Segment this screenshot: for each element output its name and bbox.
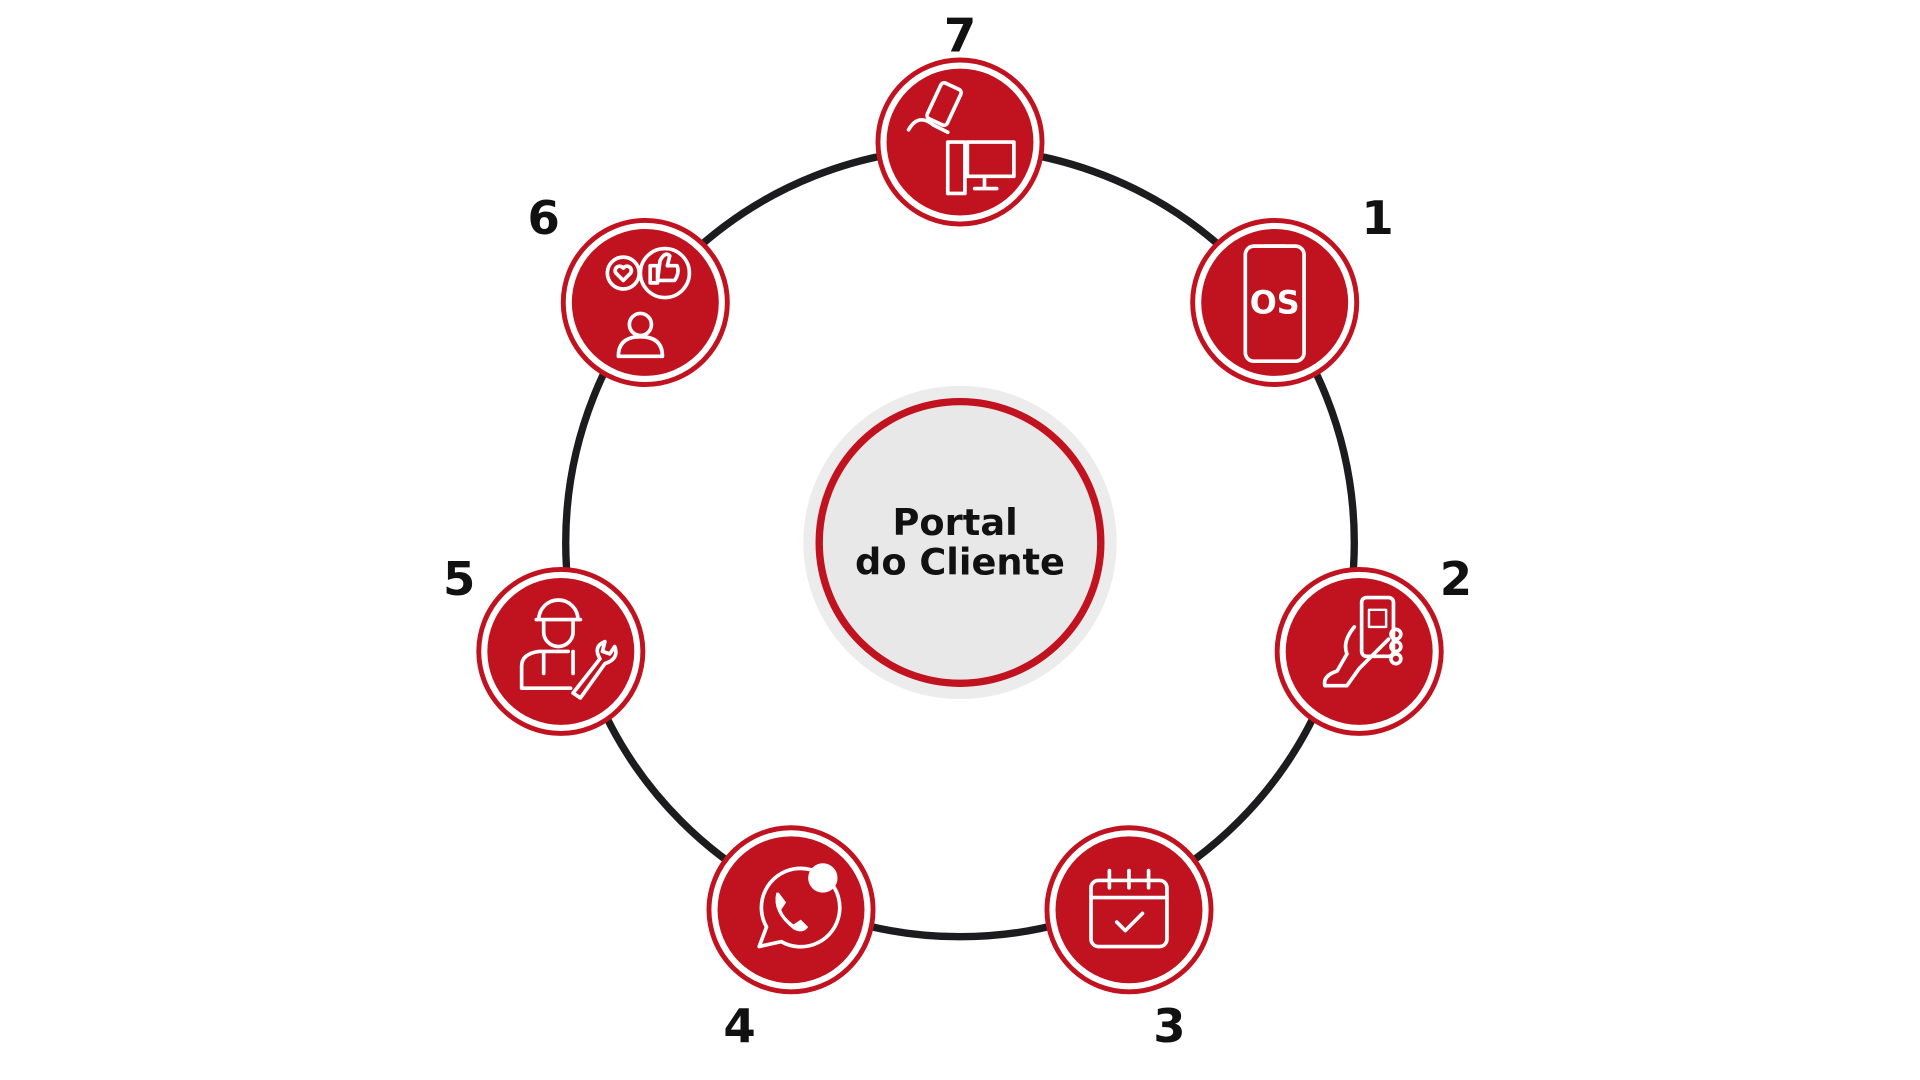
- node-3: 3: [1044, 825, 1214, 1053]
- technician-wrench-icon: [519, 598, 618, 700]
- node-2-number: 2: [1440, 552, 1472, 606]
- center-title-line2: do Cliente: [855, 540, 1065, 583]
- node-6: 6: [527, 191, 730, 387]
- hand-phone-qr-icon: [1322, 595, 1403, 688]
- node-2: 2: [1274, 552, 1472, 736]
- whatsapp-icon: [757, 863, 842, 949]
- phone-computer-icon: [906, 81, 1016, 196]
- node-7-number: 7: [944, 8, 976, 62]
- node-5: 5: [443, 552, 646, 736]
- node-1-number: 1: [1361, 191, 1393, 245]
- node-5-number: 5: [443, 552, 475, 606]
- center-circle: [815, 397, 1105, 687]
- center-hub: Portal do Cliente: [803, 385, 1117, 700]
- os-label: OS: [1250, 283, 1300, 321]
- node-3-number: 3: [1153, 999, 1185, 1053]
- smartphone-os-icon: OS: [1243, 244, 1306, 364]
- feedback-like-heart-icon: [605, 246, 692, 359]
- node-4: 4: [706, 825, 876, 1053]
- node-7: 7: [875, 8, 1045, 227]
- node-4-number: 4: [723, 999, 755, 1053]
- node-1: OS 1: [1190, 191, 1394, 387]
- center-title-line1: Portal: [893, 501, 1018, 544]
- calendar-check-icon: [1089, 868, 1169, 949]
- node-6-number: 6: [527, 191, 559, 245]
